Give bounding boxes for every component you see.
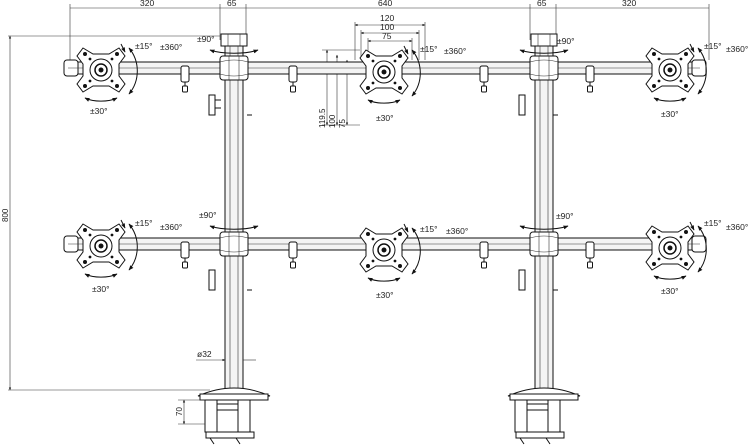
dim-top-left-gap: 65 — [227, 0, 237, 8]
label-rotate-bc: ±360° — [446, 226, 468, 236]
label-swivel-tl: ±30° — [90, 106, 108, 116]
dim-clamp-height: 70 — [175, 407, 184, 416]
label-tilt-tr: ±15° — [704, 41, 722, 51]
dim-total-height: 800 — [1, 208, 10, 222]
label-swivel-arm-bottom-left: ±90° — [199, 210, 217, 220]
label-tilt-tl: ±15° — [135, 41, 153, 51]
label-swivel-bc: ±30° — [376, 290, 394, 300]
left-pole — [208, 33, 252, 392]
dim-vesa-120: 120 — [380, 13, 394, 23]
label-swivel-bl: ±30° — [92, 284, 110, 294]
dim-top-left-width: 320 — [140, 0, 154, 8]
right-desk-clamp — [507, 387, 581, 445]
left-desk-clamp — [197, 387, 271, 445]
label-swivel-arm-bottom-right: ±90° — [556, 211, 574, 221]
dim-vesa-75: 75 — [382, 31, 392, 41]
label-rotate-bl: ±360° — [160, 222, 182, 232]
label-rotate-tc: ±360° — [444, 46, 466, 56]
label-swivel-arm-top-right: ±90° — [557, 36, 575, 46]
label-tilt-bl: ±15° — [135, 218, 153, 228]
dim-height-100: 100 — [328, 114, 337, 128]
label-swivel-arm-top-left: ±90° — [197, 34, 215, 44]
label-tilt-tc: ±15° — [420, 44, 438, 54]
top-left-arm-clamp — [219, 55, 249, 81]
top-right-arm-clamp — [529, 55, 559, 81]
vesa-plate-bottom-center — [360, 224, 420, 281]
label-swivel-tr: ±30° — [661, 109, 679, 119]
dim-vesa-100: 100 — [380, 22, 394, 32]
dim-height-119-5: 119.5 — [318, 108, 327, 128]
dim-top-right-width: 320 — [622, 0, 636, 8]
label-swivel-br: ±30° — [661, 286, 679, 296]
bottom-right-arm-clamp — [529, 231, 559, 257]
dim-top-right-gap: 65 — [537, 0, 547, 8]
label-rotate-br: ±360° — [726, 222, 748, 232]
label-tilt-bc: ±15° — [420, 224, 438, 234]
right-pole — [518, 33, 558, 392]
label-tilt-br: ±15° — [704, 218, 722, 228]
label-rotate-tr: ±360° — [726, 44, 748, 54]
bottom-left-arm-clamp — [219, 231, 249, 257]
dim-height-75: 75 — [338, 119, 347, 128]
dim-pole-diameter: ø32 — [197, 349, 212, 359]
dim-top-center-width: 640 — [378, 0, 392, 8]
vesa-plate-top-center — [360, 46, 420, 103]
label-rotate-tl: ±360° — [160, 42, 182, 52]
label-swivel-tc: ±30° — [376, 113, 394, 123]
